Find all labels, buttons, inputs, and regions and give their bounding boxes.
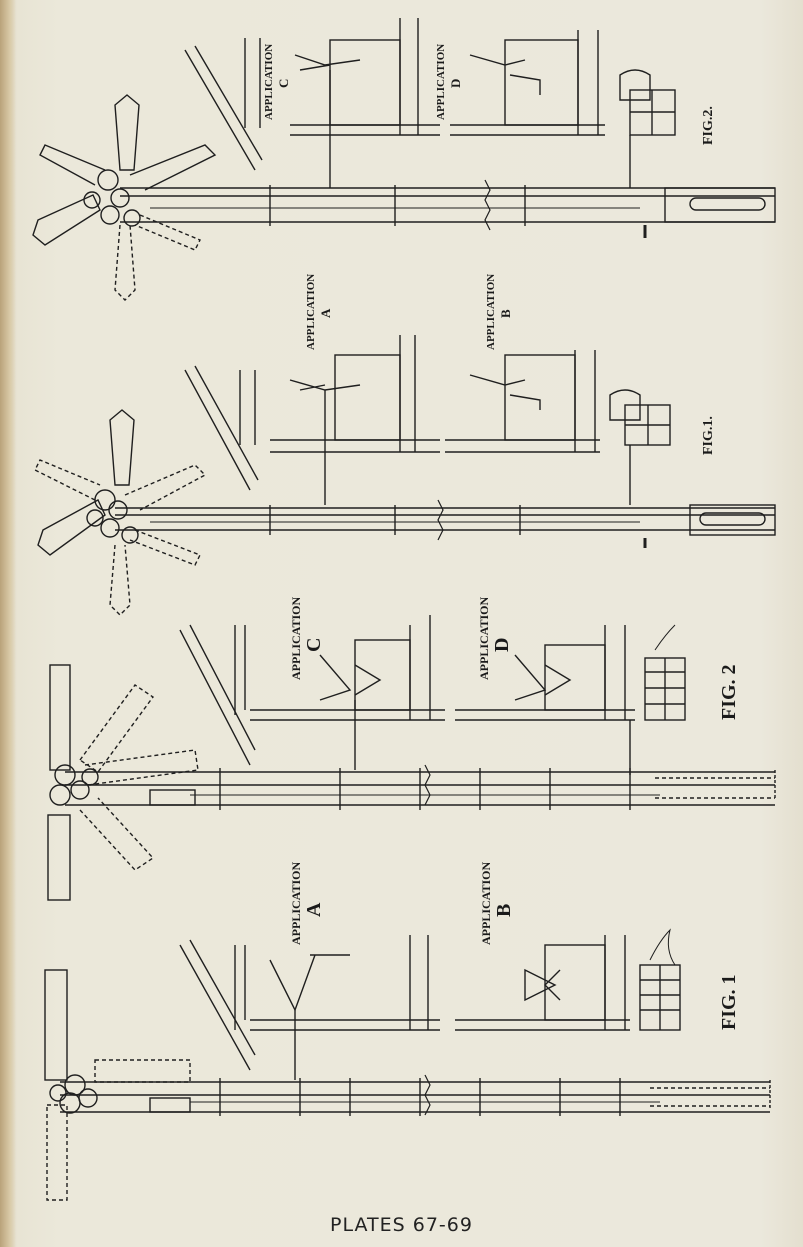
page-binding-edge	[0, 0, 16, 1247]
svg-text:APPLICATION: APPLICATION	[263, 44, 275, 120]
figure-2-upper-windmill	[32, 18, 776, 301]
svg-text:APPLICATION: APPLICATION	[485, 274, 497, 350]
svg-text:APPLICATION: APPLICATION	[305, 274, 317, 350]
label-fig2-app-c: APPLICATION C	[289, 597, 325, 680]
figure-2-lower-windmill	[47, 615, 776, 901]
svg-text:FIG. 2: FIG. 2	[718, 664, 740, 720]
svg-text:FIG. 1: FIG. 1	[718, 974, 740, 1030]
svg-text:A: A	[303, 902, 325, 917]
svg-text:A: A	[318, 308, 333, 318]
svg-text:B: B	[493, 904, 515, 917]
svg-text:D: D	[491, 638, 513, 652]
label-fig2-caption: FIG. 2	[718, 664, 740, 720]
svg-text:APPLICATION: APPLICATION	[289, 597, 303, 680]
svg-text:D: D	[448, 79, 463, 88]
svg-text:APPLICATION: APPLICATION	[477, 597, 491, 680]
page-caption: PLATES 67-69	[330, 1214, 473, 1236]
svg-text:APPLICATION: APPLICATION	[479, 862, 493, 945]
svg-text:APPLICATION: APPLICATION	[289, 862, 303, 945]
label-fig1-app-a: APPLICATION A	[289, 862, 325, 945]
label-fig2b-app-c: APPLICATION C	[263, 44, 291, 120]
svg-text:B: B	[498, 309, 513, 318]
svg-text:C: C	[303, 638, 325, 652]
figure-1-upper-windmill	[34, 335, 776, 616]
svg-text:APPLICATION: APPLICATION	[435, 44, 447, 120]
label-fig2-app-d: APPLICATION D	[477, 597, 513, 680]
svg-text:C: C	[276, 79, 291, 88]
label-fig1-app-b: APPLICATION B	[479, 862, 515, 945]
svg-text:FIG.1.: FIG.1.	[701, 416, 716, 455]
label-fig1b-caption: FIG.1.	[701, 416, 716, 455]
label-fig2b-caption: FIG.2.	[701, 106, 716, 145]
svg-text:FIG.2.: FIG.2.	[701, 106, 716, 145]
figure-1-lower-windmill	[44, 928, 771, 1201]
label-fig1b-app-a: APPLICATION A	[305, 274, 333, 350]
label-fig1b-app-b: APPLICATION B	[485, 274, 513, 350]
label-fig2b-app-d: APPLICATION D	[435, 44, 463, 120]
label-fig1-caption: FIG. 1	[718, 974, 740, 1030]
